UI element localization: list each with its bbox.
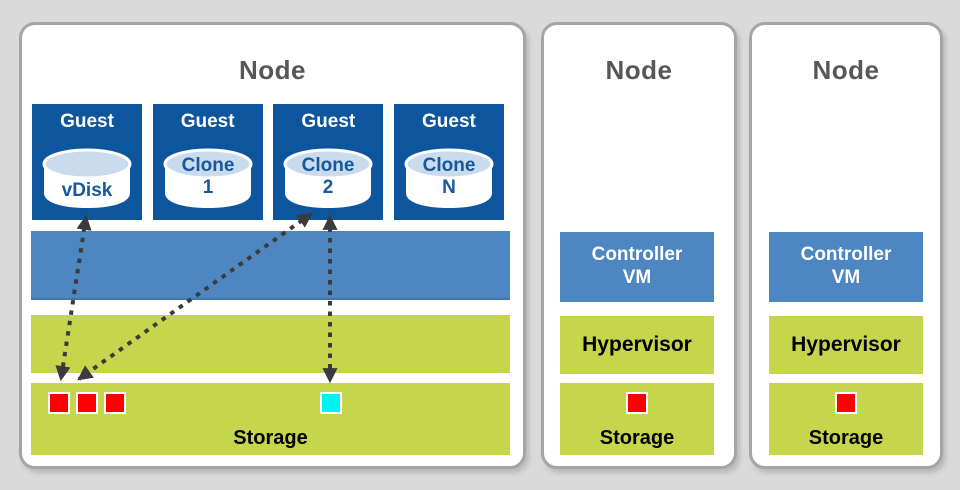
- guest-label: Guest: [301, 111, 356, 132]
- clone-label-line2: 1: [202, 177, 213, 198]
- data-block-red: [835, 392, 857, 414]
- data-block-red: [104, 392, 126, 414]
- controller-vm-box: Controller VM: [560, 232, 714, 302]
- guest-label: Guest: [60, 111, 114, 132]
- node-card-3: Node Controller VM Hypervisor Storage: [749, 22, 943, 469]
- vdisk-cylinder-icon: vDisk: [42, 148, 132, 208]
- data-block-red: [76, 392, 98, 414]
- guest-box-clone-2: Guest Clone 2: [273, 104, 384, 220]
- storage-label: Storage: [808, 427, 884, 449]
- vdisk-label: vDisk: [62, 180, 113, 201]
- node-card-2: Node Controller VM Hypervisor Storage: [541, 22, 737, 469]
- guest-label: Guest: [422, 111, 476, 132]
- hypervisor-box: Hypervisor: [560, 316, 714, 374]
- guest-label: Guest: [180, 111, 235, 132]
- clone-label-line2: N: [442, 177, 456, 198]
- node-title: Node: [605, 55, 673, 85]
- controller-vm-box: Controller VM: [769, 232, 923, 302]
- guest-row: Guest vDisk Guest Clone 1 Guest: [32, 104, 504, 220]
- data-block-red: [626, 392, 648, 414]
- clone-label-line1: Clone: [423, 155, 476, 176]
- clone2-cylinder-icon: Clone 2: [283, 148, 373, 208]
- node-title: Node: [239, 55, 306, 85]
- storage-box: Storage: [769, 383, 923, 455]
- node-card-1: Node Guest vDisk Guest Clone 1: [19, 22, 526, 469]
- node-title: Node: [812, 55, 880, 85]
- storage-box: Storage: [560, 383, 714, 455]
- guest-box-vdisk: Guest vDisk: [32, 104, 142, 220]
- clone-label-line2: 2: [323, 177, 334, 198]
- storage-band: Storage: [31, 383, 510, 455]
- guest-box-clone-n: Guest Clone N: [393, 104, 504, 220]
- blue-layer-band: [31, 231, 510, 300]
- hypervisor-box: Hypervisor: [769, 316, 923, 374]
- cloneN-cylinder-icon: Clone N: [404, 148, 494, 208]
- storage-label: Storage: [233, 427, 308, 449]
- storage-label: Storage: [599, 427, 675, 449]
- green-layer-band: [31, 315, 510, 373]
- data-block-red: [48, 392, 70, 414]
- clone-label-line1: Clone: [302, 155, 355, 176]
- guest-box-clone-1: Guest Clone 1: [152, 104, 263, 220]
- data-block-cyan: [320, 392, 342, 414]
- clone1-cylinder-icon: Clone 1: [163, 148, 253, 208]
- clone-label-line1: Clone: [181, 155, 234, 176]
